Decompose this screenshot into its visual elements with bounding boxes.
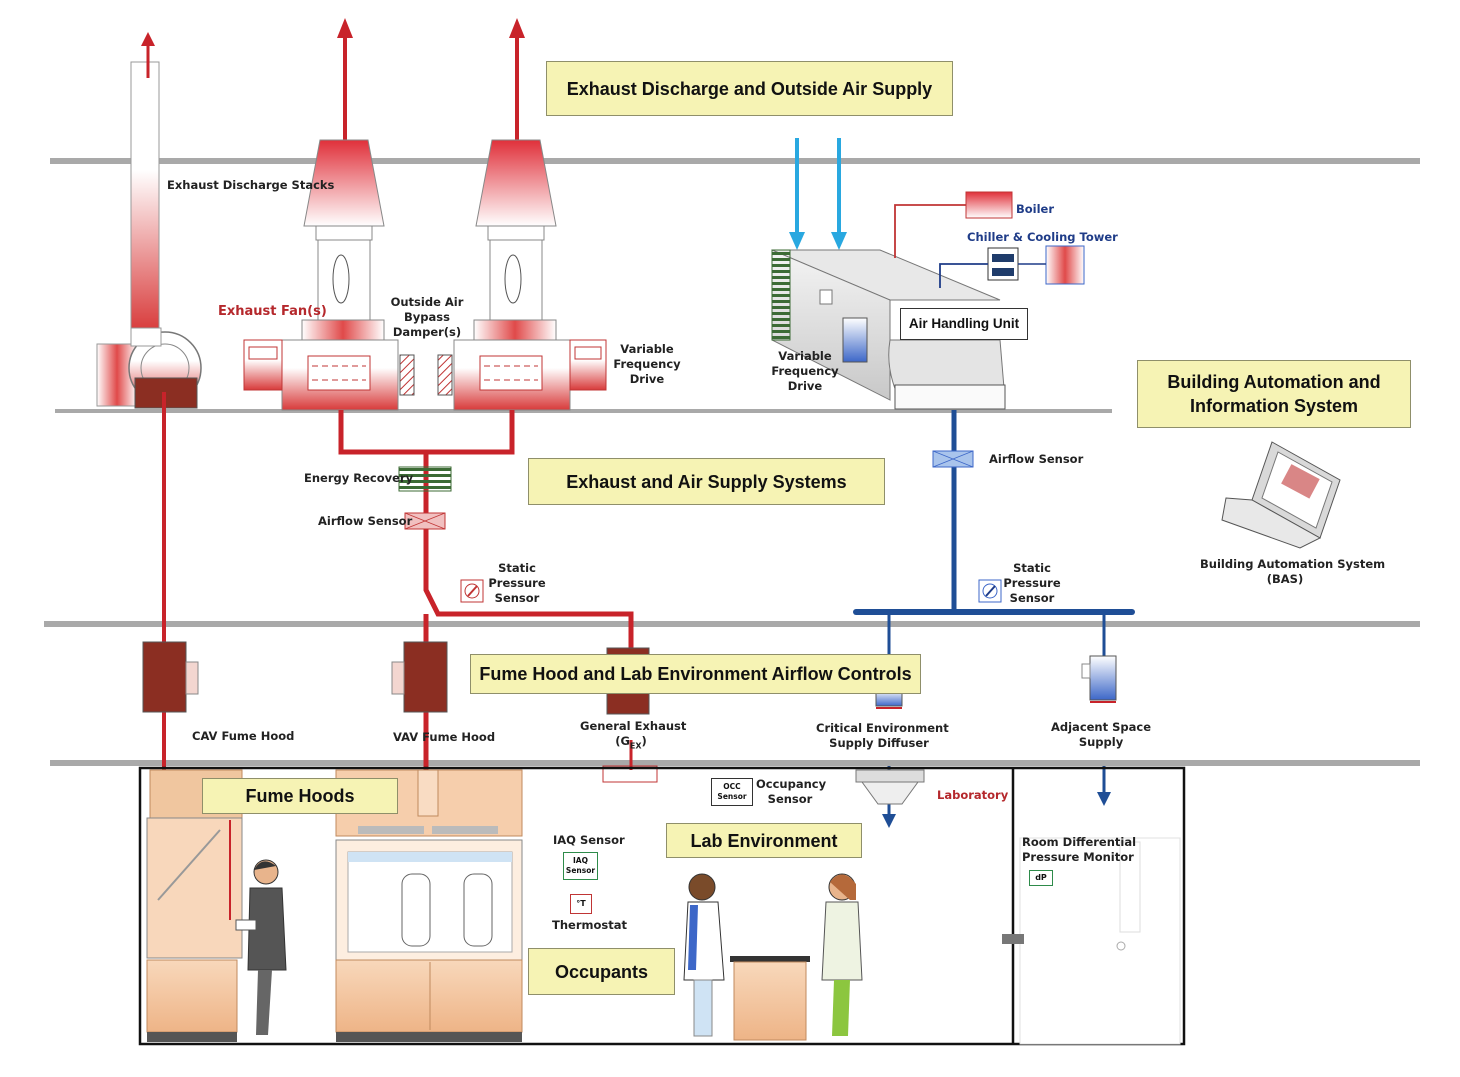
static-pressure-exhaust-line2: Pressure [488, 576, 546, 590]
bas-laptop-icon [1221, 441, 1341, 549]
iaq-tag-line1: IAQ [573, 856, 588, 865]
vfd-ahu-line1: Variable [778, 349, 832, 363]
adjacent-space-label: Adjacent Space Supply [1050, 720, 1152, 750]
room-diff-line1: Room Differential [1022, 835, 1137, 849]
laboratory-label: Laboratory [937, 788, 1009, 802]
chiller-unit [939, 245, 1085, 288]
cav-valve [142, 641, 199, 713]
occ-sensor-tag: OCC Sensor [711, 778, 753, 806]
static-pressure-sensor-exhaust [460, 579, 484, 603]
general-exhaust-label: General Exhaust (GEX) [580, 719, 687, 753]
bypass-damper-label: Outside Air Bypass Damper(s) [388, 295, 466, 340]
energy-recovery-coil [398, 466, 452, 492]
critical-env-label: Critical Environment Supply Diffuser [816, 721, 949, 751]
bypass-damper-line1: Outside Air [390, 295, 464, 309]
adjacent-space-valve [1081, 655, 1117, 703]
vfd-exhaust-line1: Variable [620, 342, 674, 356]
vfd-ahu-line2: Frequency [771, 364, 839, 378]
exhaust-blower [96, 327, 202, 409]
static-pressure-supply-line1: Static [1013, 561, 1051, 575]
static-pressure-sensor-supply [978, 579, 1002, 603]
section-exhaust-air-supply: Exhaust and Air Supply Systems [528, 458, 885, 505]
vfd-exhaust-label: Variable Frequency Drive [612, 342, 682, 387]
adjacent-space-line2: Supply [1078, 735, 1124, 749]
person-3 [821, 873, 863, 1036]
cav-hood-label: CAV Fume Hood [192, 729, 295, 743]
exhaust-stack [130, 32, 160, 333]
level-lines [44, 158, 1420, 766]
static-pressure-supply-line2: Pressure [1003, 576, 1061, 590]
vfd-ahu-label: Variable Frequency Drive [770, 349, 840, 394]
bypass-damper-line2: Bypass [404, 310, 450, 324]
occ-tag-line1: OCC [723, 782, 741, 791]
bas-line2: (BAS) [1266, 572, 1304, 586]
static-pressure-supply-label: Static Pressure Sensor [1000, 561, 1064, 606]
exhaust-stacks-label: Exhaust Discharge Stacks [167, 178, 335, 192]
vfd-exhaust-line3: Drive [629, 372, 665, 386]
energy-recovery-label: Energy Recovery [304, 471, 414, 485]
vfd-exhaust-line2: Frequency [613, 357, 681, 371]
vfd-ahu-line3: Drive [787, 379, 823, 393]
bas-label: Building Automation System (BAS) [1200, 557, 1386, 587]
airflow-sensor-supply-label: Airflow Sensor [989, 452, 1084, 466]
section-occupants: Occupants [528, 948, 675, 995]
ahu-label: Air Handling Unit [900, 308, 1028, 340]
airflow-sensor-exhaust-label: Airflow Sensor [318, 514, 413, 528]
occupancy-line2: Sensor [767, 792, 813, 806]
general-exhaust-line2: (GEX) [615, 734, 647, 751]
static-pressure-supply-line3: Sensor [1009, 591, 1055, 605]
section-fume-hood-controls: Fume Hood and Lab Environment Airflow Co… [470, 654, 921, 694]
lab-bench [730, 956, 810, 1041]
iaq-sensor-label: IAQ Sensor [553, 833, 625, 847]
boiler-label: Boiler [1016, 202, 1055, 216]
air-handling-unit [771, 249, 1006, 410]
airflow-sensor-supply [932, 450, 974, 468]
exhaust-ducts [162, 392, 634, 770]
dp-monitor-tag: dP [1029, 870, 1053, 886]
occupancy-sensor-label: Occupancy Sensor [756, 777, 827, 807]
static-pressure-exhaust-label: Static Pressure Sensor [485, 561, 549, 606]
boiler-unit [894, 191, 1013, 258]
iaq-tag-line2: Sensor [565, 866, 596, 875]
bypass-damper-line3: Damper(s) [392, 325, 462, 339]
vav-hood-label: VAV Fume Hood [393, 730, 496, 744]
supply-diffuser [855, 769, 925, 805]
person-2 [683, 873, 725, 1037]
airflow-sensor-exhaust [404, 512, 446, 530]
bas-line1: Building Automation System [1200, 557, 1386, 571]
exhaust-fans-label: Exhaust Fan(s) [218, 304, 327, 319]
critical-env-line2: Supply Diffuser [829, 736, 929, 750]
vav-valve [391, 641, 448, 713]
static-pressure-exhaust-line1: Static [498, 561, 536, 575]
chiller-label: Chiller & Cooling Tower [967, 230, 1118, 244]
iaq-sensor-tag: IAQ Sensor [563, 852, 598, 880]
outside-air-arrows [789, 138, 847, 250]
section-exhaust-discharge: Exhaust Discharge and Outside Air Supply [546, 61, 953, 116]
occupancy-line1: Occupancy [756, 777, 827, 791]
person-1 [235, 859, 287, 1035]
general-exhaust-line1: General Exhaust [580, 719, 687, 733]
critical-env-line1: Critical Environment [816, 721, 949, 735]
section-bas: Building Automation and Information Syst… [1137, 360, 1411, 428]
thermostat-label: Thermostat [552, 918, 627, 932]
section-lab-environment: Lab Environment [666, 823, 862, 858]
room-diff-line2: Pressure Monitor [1022, 850, 1134, 864]
exhaust-fan-2 [437, 18, 607, 411]
section-fume-hoods: Fume Hoods [202, 778, 398, 814]
exhaust-fan-1 [243, 18, 415, 411]
adjacent-space-line1: Adjacent Space [1050, 720, 1152, 734]
occ-tag-line2: Sensor [717, 792, 747, 801]
thermostat-tag: °T [570, 894, 592, 914]
room-diff-label: Room Differential Pressure Monitor [1022, 835, 1136, 865]
static-pressure-exhaust-line3: Sensor [494, 591, 540, 605]
